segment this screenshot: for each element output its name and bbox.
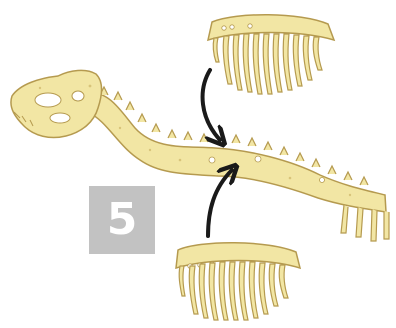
curved-arrow-down-icon [203,70,220,140]
ribcage-bottom-icon [176,243,300,320]
dinosaur-spine-skeleton-icon [11,70,389,241]
step-number: 5 [107,198,138,242]
step-number-badge: 5 [89,186,155,254]
ribcage-top-icon [208,15,334,94]
curved-arrow-up-icon [208,170,232,236]
